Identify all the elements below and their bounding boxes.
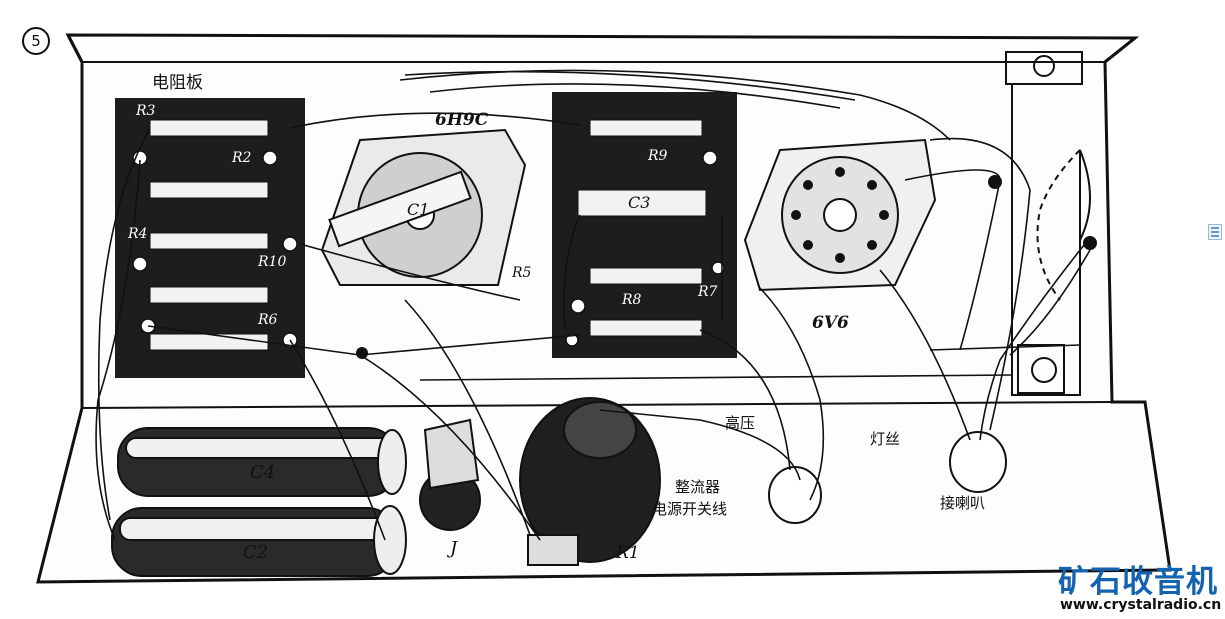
label-r5: R5 — [512, 265, 532, 281]
label-tube-6v6: 6V6 — [812, 313, 849, 333]
label-jack: J — [450, 538, 458, 559]
capacitor-c4 — [117, 427, 407, 497]
label-r10: R10 — [258, 254, 287, 270]
tube-socket-6v6 — [743, 138, 937, 292]
middle-board — [552, 92, 737, 358]
speaker-socket — [768, 431, 1007, 524]
rectifier-pot — [519, 397, 661, 566]
board-title: 电阻板 — [152, 73, 203, 93]
label-c3: C3 — [628, 193, 651, 212]
jack — [419, 418, 481, 531]
watermark-url: www.crystalradio.cn — [1060, 597, 1222, 613]
label-r6: R6 — [258, 312, 278, 328]
label-c1: C1 — [407, 200, 430, 219]
label-heater-wires: 灯丝 — [870, 430, 901, 448]
watermark-title: 矿石收音机 — [1058, 564, 1218, 600]
label-c2: C2 — [243, 542, 269, 563]
document-icon[interactable] — [1208, 224, 1222, 240]
capacitor-c2 — [111, 505, 407, 577]
label-r2: R2 — [232, 150, 252, 166]
label-speaker: 接喇叭 — [940, 494, 986, 512]
label-c4: C4 — [250, 462, 276, 483]
wiring — [95, 69, 1091, 541]
label-r9: R9 — [648, 148, 668, 164]
resistor-board — [115, 98, 305, 378]
label-r4: R4 — [128, 226, 148, 242]
label-rectifier: 整流器 — [675, 478, 721, 496]
figure-number: 5 — [31, 32, 41, 50]
label-pot-r1: R1 — [616, 543, 640, 563]
figure-number-badge: 5 — [22, 27, 50, 55]
label-r3: R3 — [136, 103, 156, 119]
label-power-switch: 电源开关线 — [652, 500, 728, 518]
label-tube-6h9c: 6H9C — [435, 110, 489, 130]
label-r8: R8 — [622, 292, 642, 308]
label-high-voltage: 高压 — [725, 414, 756, 432]
speaker-mount — [1005, 51, 1091, 396]
tube-socket-6h9c — [320, 128, 527, 286]
label-r7: R7 — [698, 284, 718, 300]
